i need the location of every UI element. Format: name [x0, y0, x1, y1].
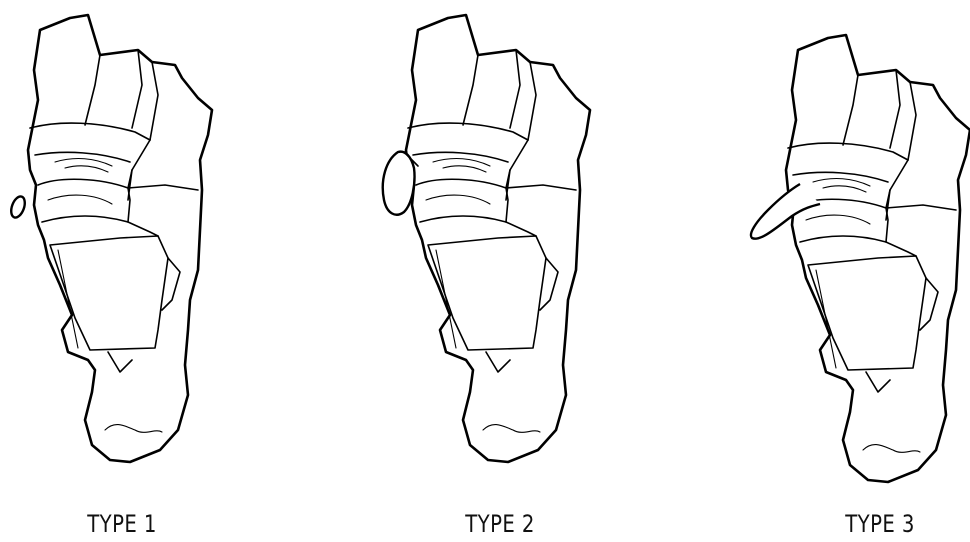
accessory-ossicle-small: [9, 195, 28, 220]
label-type-3: TYPE 3: [814, 510, 945, 538]
foot-drawing-type-2: [383, 15, 590, 462]
foot-drawing-type-1: [9, 15, 212, 462]
enlarged-navicular-process: [751, 184, 820, 239]
label-type-2: TYPE 2: [434, 510, 565, 538]
label-type-1: TYPE 1: [56, 510, 187, 538]
foot-drawing-type-3: [751, 35, 970, 482]
accessory-ossicle-medium: [383, 152, 415, 215]
